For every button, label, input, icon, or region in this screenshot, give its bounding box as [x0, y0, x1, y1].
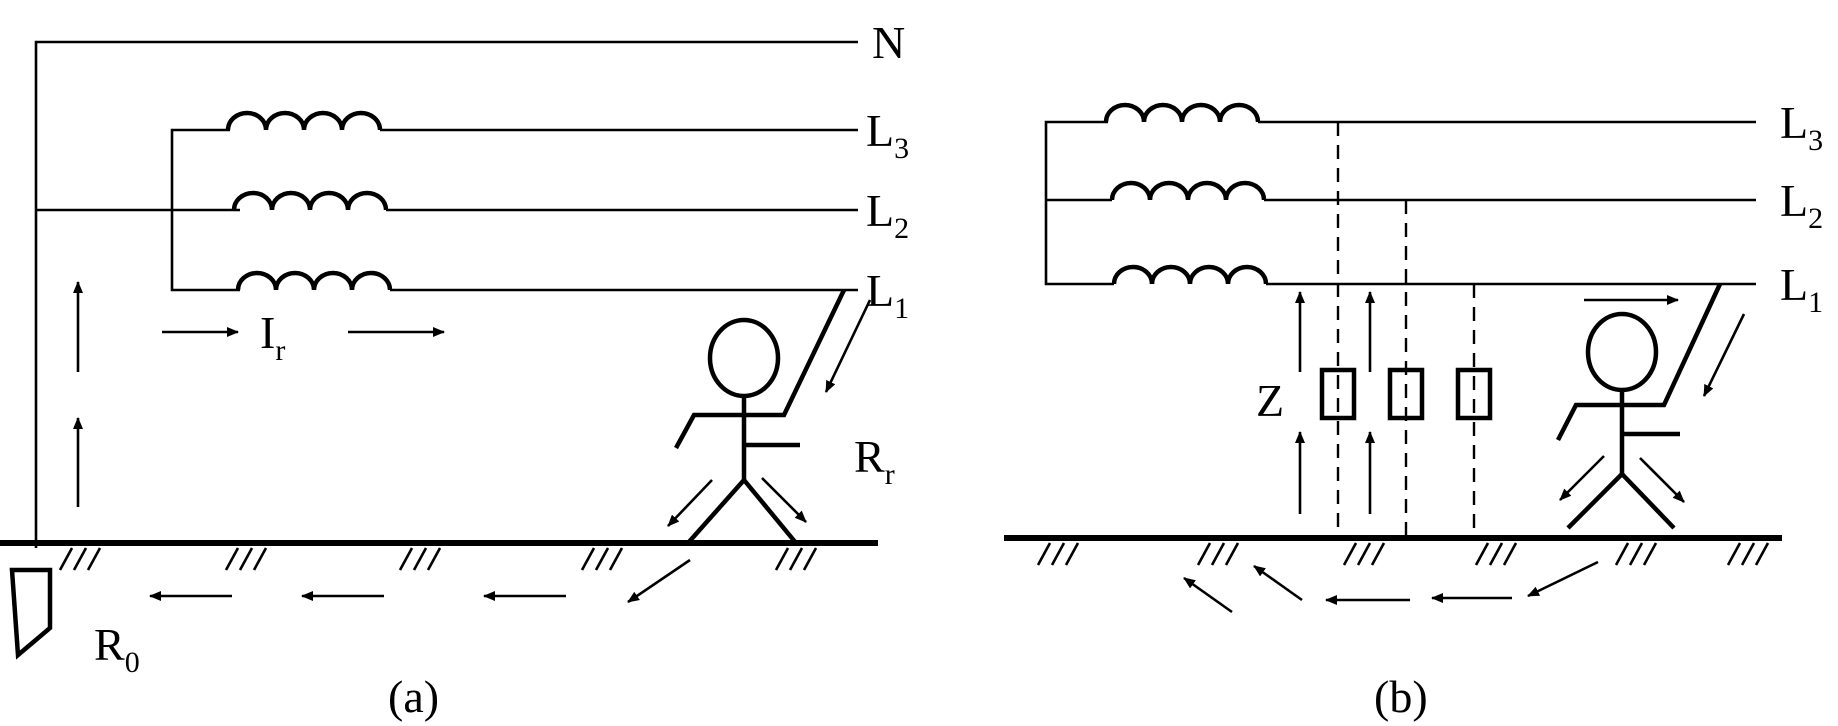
label-z: Z — [1256, 375, 1284, 426]
arrow-leg-b2 — [1639, 457, 1685, 503]
arrow-ground-b1 — [1527, 560, 1599, 598]
arrow-ground-b4 — [1253, 564, 1303, 602]
label-b-l2: L2 — [1780, 175, 1823, 235]
diagram-b: L3 L2 L1 Z (b) — [1004, 97, 1823, 722]
ground-hatches-a — [58, 547, 818, 571]
phase-left-bus — [170, 128, 240, 292]
coil-b-l3 — [1103, 102, 1261, 123]
label-ir: Ir — [260, 307, 285, 367]
arrow-ground-a4 — [627, 558, 691, 604]
label-a-l1: L1 — [866, 265, 909, 325]
neutral-wire — [34, 40, 858, 548]
label-a-l3: L3 — [866, 105, 909, 165]
impedance-box-3 — [1455, 367, 1493, 421]
label-b-l1: L1 — [1780, 259, 1823, 319]
arrow-leg-a1 — [667, 479, 713, 527]
ground-hatches-b — [1036, 542, 1770, 566]
coil-l2 — [231, 190, 389, 211]
caption-b: (b) — [1374, 671, 1428, 722]
earth-electrode — [9, 567, 53, 660]
label-rr: Rr — [854, 431, 895, 491]
arrow-hand-b — [1702, 313, 1746, 397]
label-b-l3: L3 — [1780, 97, 1823, 157]
person-a — [674, 289, 847, 545]
caption-a: (a) — [388, 671, 439, 722]
coil-b-l2 — [1109, 180, 1267, 201]
arrow-ground-b5 — [1183, 576, 1233, 614]
arrow-hand-a — [824, 299, 872, 393]
impedance-box-2 — [1387, 367, 1425, 421]
arrow-leg-b1 — [1559, 455, 1605, 501]
coil-l3 — [225, 110, 383, 131]
coil-l1 — [235, 270, 393, 291]
arrow-leg-a2 — [761, 477, 807, 523]
phase-left-bus-b — [1044, 120, 1114, 286]
label-n: N — [872, 17, 905, 68]
coil-b-l1 — [1111, 264, 1269, 285]
impedance-box-1 — [1319, 367, 1357, 421]
label-a-l2: L2 — [866, 185, 909, 245]
diagram-a: N L3 L2 L1 Ir Rr R0 (a) — [0, 17, 909, 722]
person-b — [1555, 283, 1723, 530]
label-r0: R0 — [94, 619, 140, 679]
